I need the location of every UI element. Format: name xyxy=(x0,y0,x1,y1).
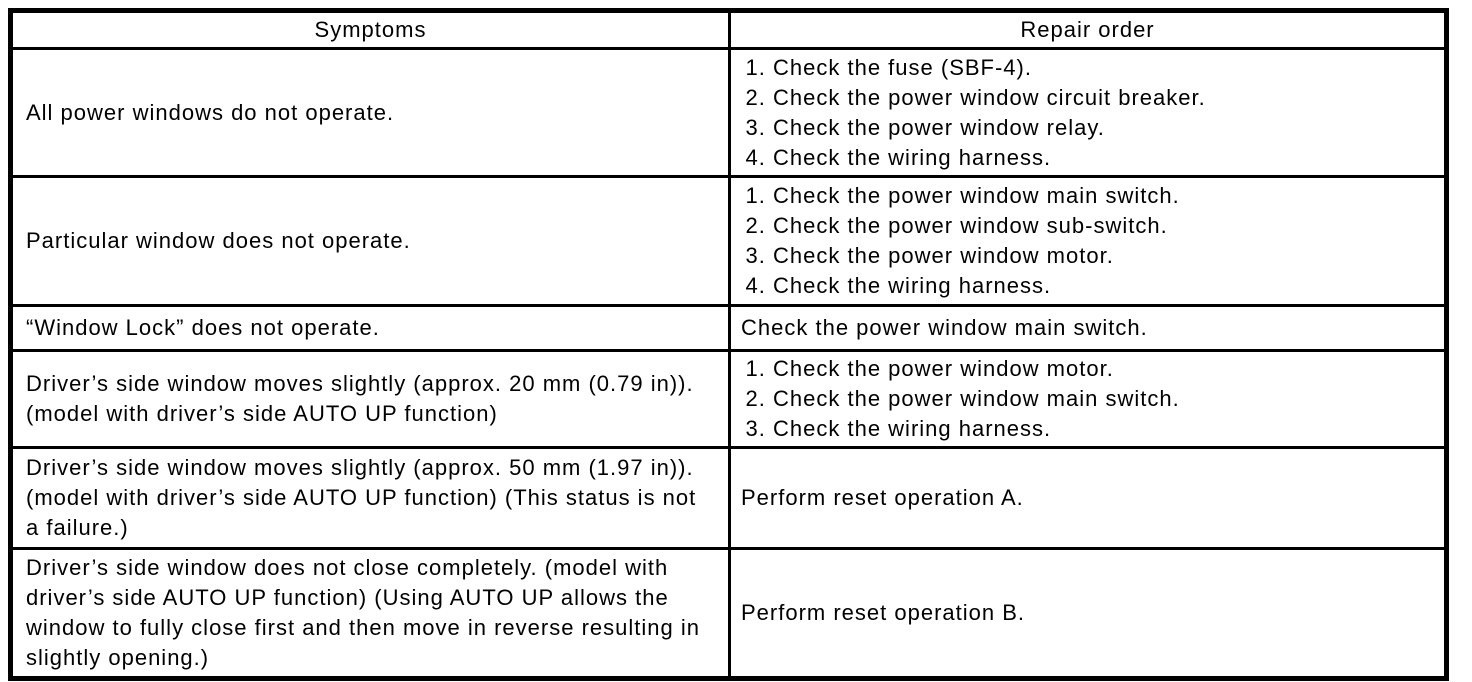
repair-step: Check the fuse (SBF-4). xyxy=(773,53,1428,83)
symptom-cell: Driver’s side window does not close comp… xyxy=(9,547,731,680)
repair-steps-list: Check the power window motor.Check the p… xyxy=(741,354,1428,444)
repair-instruction: Check the power window main switch. xyxy=(741,315,1148,340)
table-row: Driver’s side window does not close comp… xyxy=(9,547,1448,680)
repair-step: Check the power window relay. xyxy=(773,113,1428,143)
symptom-cell: All power windows do not operate. xyxy=(9,47,731,178)
repair-order-column-header: Repair order xyxy=(728,9,1448,50)
repair-step: Check the wiring harness. xyxy=(773,414,1428,444)
repair-steps-list: Check the fuse (SBF-4).Check the power w… xyxy=(741,53,1428,173)
table-row: Particular window does not operate.Check… xyxy=(9,175,1448,307)
repair-order-cell: Check the power window motor.Check the p… xyxy=(728,349,1448,449)
symptom-cell: Driver’s side window moves slightly (app… xyxy=(9,349,731,449)
repair-step: Check the power window circuit breaker. xyxy=(773,83,1428,113)
symptom-cell: “Window Lock” does not operate. xyxy=(9,304,731,352)
table-row: Driver’s side window moves slightly (app… xyxy=(9,349,1448,449)
repair-instruction: Perform reset operation B. xyxy=(741,600,1026,625)
repair-order-cell: Perform reset operation B. xyxy=(728,547,1448,680)
symptoms-repair-table: Symptoms Repair order All power windows … xyxy=(8,8,1449,681)
repair-step: Check the power window main switch. xyxy=(773,181,1428,211)
symptom-cell: Particular window does not operate. xyxy=(9,175,731,307)
table-row: Driver’s side window moves slightly (app… xyxy=(9,446,1448,550)
table-row: All power windows do not operate.Check t… xyxy=(9,47,1448,178)
repair-step: Check the power window main switch. xyxy=(773,384,1428,414)
repair-step: Check the power window motor. xyxy=(773,241,1428,271)
symptoms-column-header: Symptoms xyxy=(9,9,731,50)
repair-instruction: Perform reset operation A. xyxy=(741,485,1024,510)
table-body: All power windows do not operate.Check t… xyxy=(9,47,1448,680)
table-header-row: Symptoms Repair order xyxy=(9,9,1448,50)
symptom-cell: Driver’s side window moves slightly (app… xyxy=(9,446,731,550)
repair-order-cell: Check the power window main switch.Check… xyxy=(728,175,1448,307)
repair-step: Check the wiring harness. xyxy=(773,271,1428,301)
repair-order-cell: Perform reset operation A. xyxy=(728,446,1448,550)
repair-order-cell: Check the power window main switch. xyxy=(728,304,1448,352)
table-row: “Window Lock” does not operate. Check the… xyxy=(9,304,1448,352)
repair-step: Check the power window motor. xyxy=(773,354,1428,384)
repair-steps-list: Check the power window main switch.Check… xyxy=(741,181,1428,301)
repair-step: Check the power window sub-switch. xyxy=(773,211,1428,241)
repair-order-cell: Check the fuse (SBF-4).Check the power w… xyxy=(728,47,1448,178)
repair-step: Check the wiring harness. xyxy=(773,143,1428,173)
